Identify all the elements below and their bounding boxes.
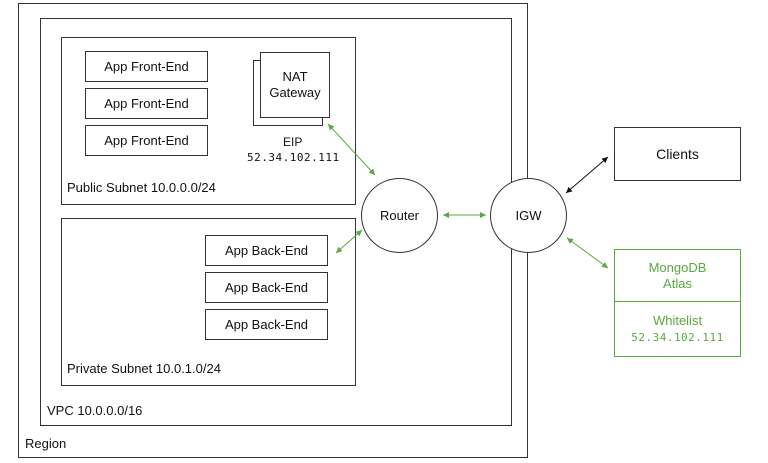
- igw-clients-connector: [565, 156, 609, 194]
- clients-node: Clients: [614, 127, 741, 181]
- mongodb-atlas-label-line1: MongoDB: [648, 259, 707, 275]
- public-subnet-label: Public Subnet 10.0.0.0/24: [67, 180, 216, 195]
- app-front-end-1: App Front-End: [85, 51, 208, 82]
- nat-gateway-label-line1: NAT: [282, 69, 308, 84]
- mongodb-atlas-header: MongoDB Atlas: [615, 250, 740, 302]
- app-front-end-3: App Front-End: [85, 125, 208, 156]
- mongodb-atlas-node: MongoDB Atlas Whitelist 52.34.102.111: [614, 249, 741, 357]
- igw-atlas-connector: [566, 237, 609, 269]
- app-back-end-3: App Back-End: [205, 309, 328, 340]
- app-back-end-2: App Back-End: [205, 272, 328, 303]
- nat-gateway: NAT Gateway: [260, 52, 330, 118]
- region-label: Region: [25, 436, 67, 451]
- nat-router-connector: [327, 123, 376, 176]
- eip-address: 52.34.102.111: [247, 151, 340, 164]
- router-node: Router: [361, 178, 438, 253]
- private-subnet-label: Private Subnet 10.0.1.0/24: [67, 361, 221, 376]
- nat-gateway-label-line2: Gateway: [269, 85, 321, 100]
- whitelist-ip: 52.34.102.111: [631, 331, 724, 344]
- app-back-end-1: App Back-End: [205, 235, 328, 266]
- whitelist-label: Whitelist: [652, 313, 703, 328]
- backend-router-connector: [335, 229, 363, 254]
- mongodb-atlas-label-line2: Atlas: [663, 275, 692, 291]
- eip-label: EIP: [283, 135, 303, 149]
- vpc-label: VPC 10.0.0.0/16: [47, 403, 143, 418]
- igw-node: IGW: [490, 178, 567, 253]
- app-front-end-2: App Front-End: [85, 88, 208, 119]
